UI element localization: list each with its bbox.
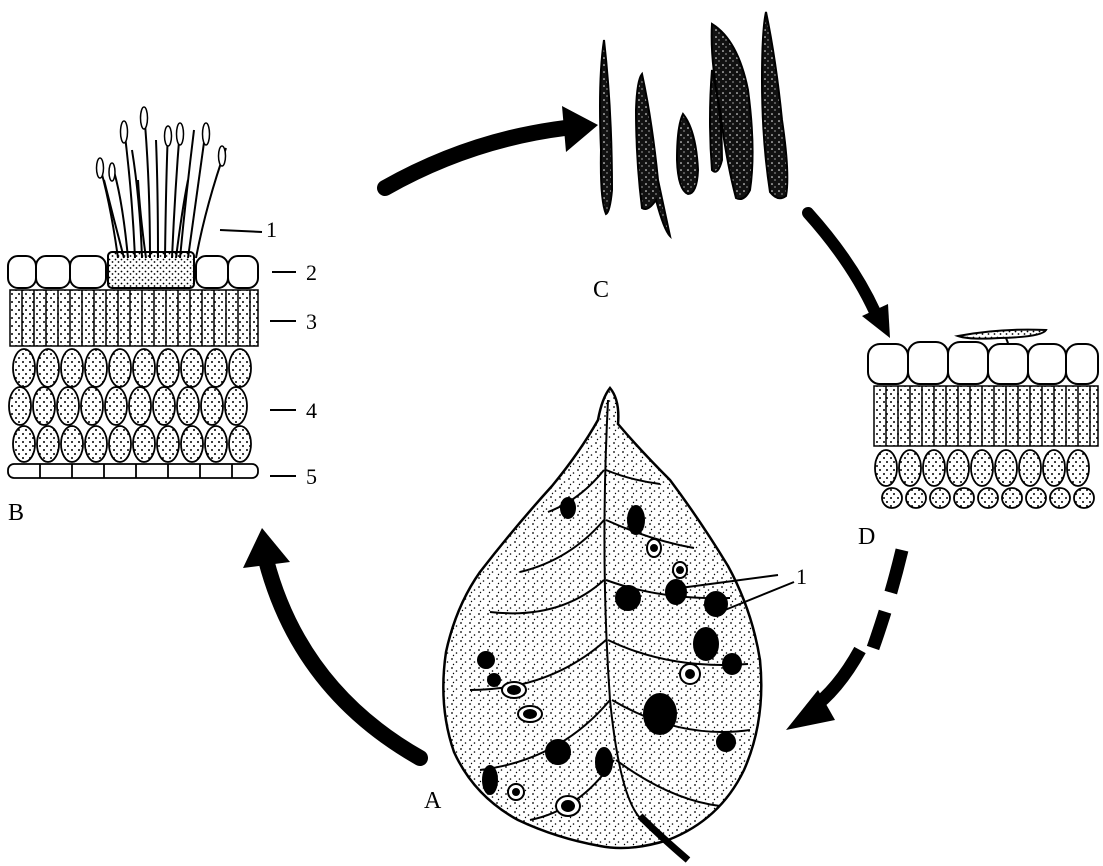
panel-c-spores: C: [593, 12, 787, 303]
stroma: [108, 252, 194, 288]
leaf-callout-number: 1: [796, 564, 807, 589]
panel-c-label: C: [593, 277, 609, 303]
layer-number-4: 4: [306, 398, 317, 423]
arrow-b-to-c: [385, 106, 598, 188]
panel-b-leaf-section: 1 2 3 4 5 B: [8, 107, 317, 526]
palisade-layer: [10, 290, 258, 346]
spore: [636, 74, 670, 236]
germinating-spore: [958, 330, 1046, 339]
panel-d-label: D: [858, 524, 875, 550]
lower-epidermis: [8, 464, 258, 478]
conidia-tips: [97, 107, 226, 181]
layer-number-5: 5: [306, 464, 317, 489]
panel-a-infected-leaf: 1 A: [424, 388, 807, 860]
spore: [600, 40, 612, 214]
d-spongy: [875, 450, 1094, 508]
panel-a-label: A: [424, 788, 442, 814]
arrow-a-to-b: [243, 528, 420, 758]
spongy-mesophyll: [9, 349, 251, 462]
arrow-c-to-d: [808, 213, 890, 338]
panel-b-label: B: [8, 500, 24, 526]
layer-number-1: 1: [266, 217, 277, 242]
spore: [677, 114, 698, 194]
panel-d-infection: D: [858, 330, 1098, 550]
d-palisade: [874, 386, 1098, 446]
spore: [762, 12, 787, 198]
layer-number-3: 3: [306, 309, 317, 334]
layer-number-2: 2: [306, 260, 317, 285]
d-epidermis: [868, 342, 1098, 384]
